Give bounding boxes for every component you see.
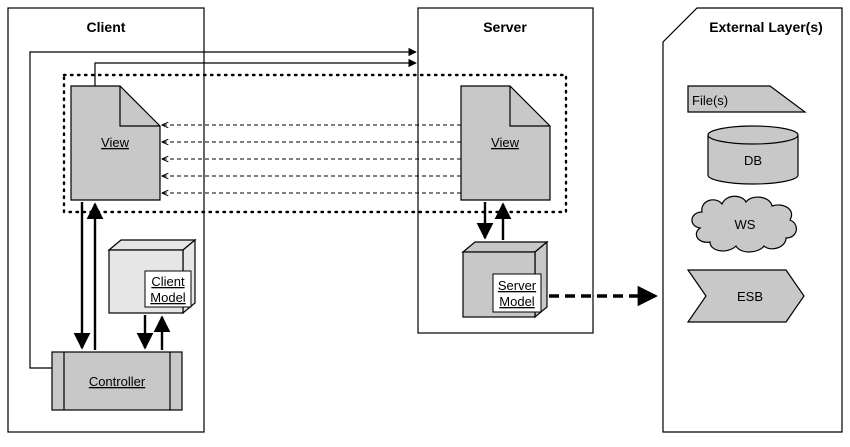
server-view-label: View bbox=[491, 135, 520, 150]
esb-label: ESB bbox=[737, 289, 763, 304]
client-model-cube-top bbox=[107, 239, 197, 251]
client-view-request-arrow bbox=[94, 58, 417, 86]
server-model-cube-top bbox=[461, 241, 549, 253]
client-view-label: View bbox=[101, 135, 130, 150]
external-layers-container bbox=[662, 7, 843, 433]
client-model-label-box bbox=[144, 270, 192, 308]
controller-label: Controller bbox=[89, 374, 146, 389]
client-view-document bbox=[70, 85, 161, 201]
client-model-label-line1: Client bbox=[151, 274, 185, 289]
database-icon bbox=[707, 125, 799, 185]
server-view-document bbox=[460, 85, 551, 201]
db-label: DB bbox=[744, 153, 762, 168]
chevron-arrow-icon bbox=[686, 269, 805, 323]
server-model-label-line1: Server bbox=[498, 278, 537, 293]
controller-box bbox=[51, 351, 183, 411]
server-view-fold bbox=[509, 86, 550, 127]
external-layers-title: External Layer(s) bbox=[709, 19, 823, 35]
server-model-label-box bbox=[492, 273, 542, 313]
server-container bbox=[417, 7, 594, 334]
file-label: File(s) bbox=[692, 93, 728, 108]
client-title: Client bbox=[87, 19, 126, 35]
file-icon bbox=[687, 85, 807, 113]
client-model-label-line2: Model bbox=[150, 290, 186, 305]
client-view-fold bbox=[119, 86, 160, 127]
controller-request-arrow bbox=[29, 47, 417, 369]
server-model-label-line2: Model bbox=[499, 294, 535, 309]
client-container bbox=[7, 7, 205, 433]
server-title: Server bbox=[483, 19, 527, 35]
cloud-icon bbox=[691, 195, 797, 253]
ws-label: WS bbox=[735, 217, 756, 232]
view-boundary-dotted bbox=[62, 73, 568, 214]
